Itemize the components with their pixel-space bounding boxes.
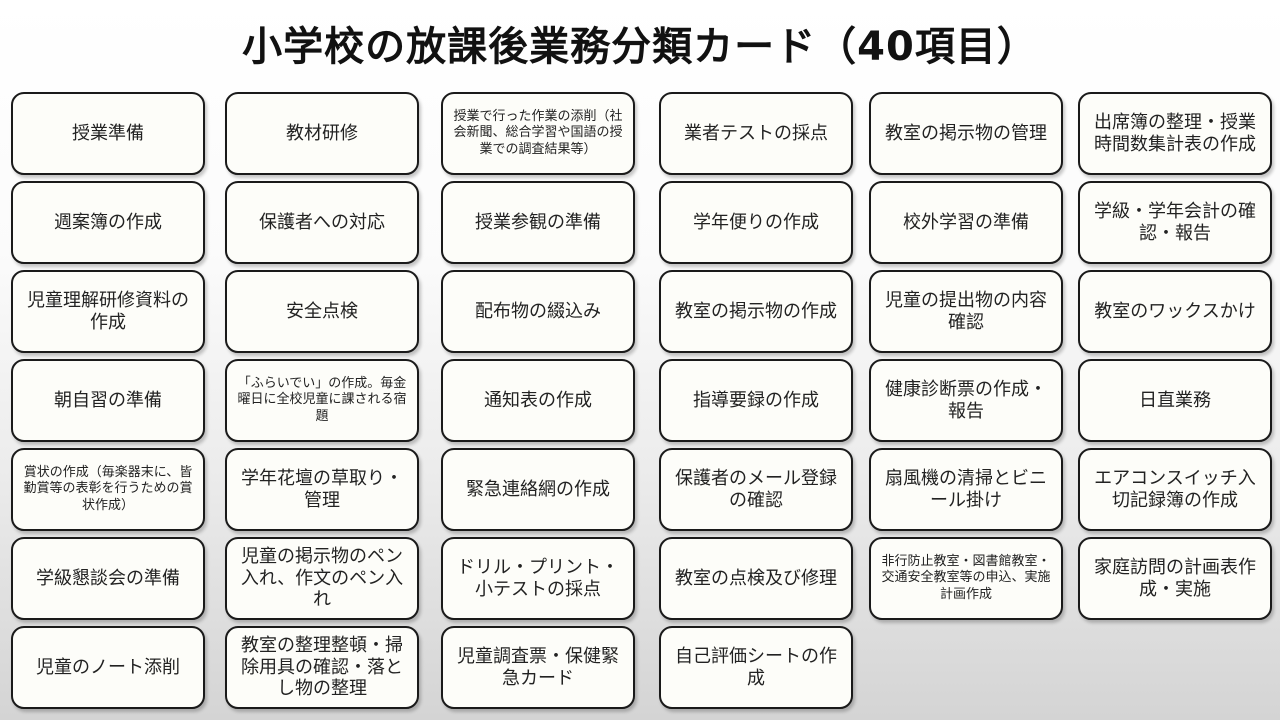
task-card: エアコンスイッチ入切記録簿の作成	[1078, 448, 1272, 531]
task-card: 児童の提出物の内容確認	[869, 270, 1063, 353]
task-card: 児童の掲示物のペン入れ、作文のペン入れ	[225, 537, 419, 620]
task-card: 保護者のメール登録の確認	[659, 448, 853, 531]
task-card: 安全点検	[225, 270, 419, 353]
task-card: 朝自習の準備	[11, 359, 205, 442]
task-card: 日直業務	[1078, 359, 1272, 442]
task-card: 賞状の作成（毎楽器末に、皆勤賞等の表彰を行うための賞状作成）	[11, 448, 205, 531]
task-card: 緊急連絡網の作成	[441, 448, 635, 531]
task-card: 扇風機の清掃とビニール掛け	[869, 448, 1063, 531]
task-card: 通知表の作成	[441, 359, 635, 442]
task-card: 自己評価シートの作成	[659, 626, 853, 709]
task-card: 教室の掲示物の作成	[659, 270, 853, 353]
task-card: 校外学習の準備	[869, 181, 1063, 264]
task-card: 週案簿の作成	[11, 181, 205, 264]
task-card: 児童調査票・保健緊急カード	[441, 626, 635, 709]
task-card: 「ふらいでい」の作成。毎金曜日に全校児童に課される宿題	[225, 359, 419, 442]
task-card: 教材研修	[225, 92, 419, 175]
task-card: 教室の掲示物の管理	[869, 92, 1063, 175]
task-card: 出席簿の整理・授業時間数集計表の作成	[1078, 92, 1272, 175]
task-card: 保護者への対応	[225, 181, 419, 264]
task-card: 教室の整理整頓・掃除用具の確認・落とし物の整理	[225, 626, 419, 709]
task-card: 健康診断票の作成・報告	[869, 359, 1063, 442]
task-card: 教室のワックスかけ	[1078, 270, 1272, 353]
task-card: 授業で行った作業の添削（社会新聞、総合学習や国語の授業での調査結果等）	[441, 92, 635, 175]
task-card: 学級・学年会計の確認・報告	[1078, 181, 1272, 264]
task-card: 学年便りの作成	[659, 181, 853, 264]
task-card: 業者テストの採点	[659, 92, 853, 175]
task-card: 教室の点検及び修理	[659, 537, 853, 620]
task-card: 児童理解研修資料の作成	[11, 270, 205, 353]
task-card: 非行防止教室・図書館教室・交通安全教室等の申込、実施計画作成	[869, 537, 1063, 620]
task-card: 授業準備	[11, 92, 205, 175]
task-card: 学級懇談会の準備	[11, 537, 205, 620]
page-title: 小学校の放課後業務分類カード（40項目）	[242, 24, 1038, 70]
task-card: 学年花壇の草取り・管理	[225, 448, 419, 531]
task-card: 家庭訪問の計画表作成・実施	[1078, 537, 1272, 620]
task-card: 指導要録の作成	[659, 359, 853, 442]
task-card: ドリル・プリント・小テストの採点	[441, 537, 635, 620]
task-card: 児童のノート添削	[11, 626, 205, 709]
task-card: 配布物の綴込み	[441, 270, 635, 353]
task-card: 授業参観の準備	[441, 181, 635, 264]
